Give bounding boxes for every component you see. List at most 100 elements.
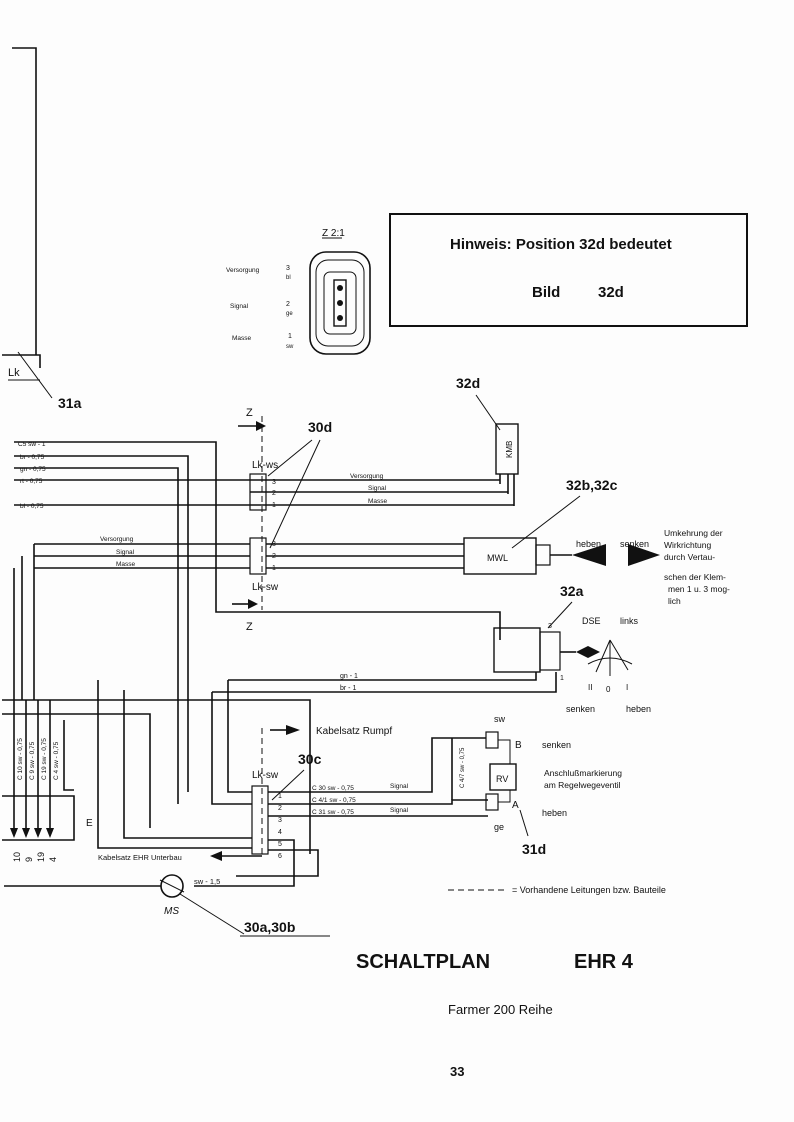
scale-ii: II bbox=[588, 683, 592, 692]
senken-label-1: senken bbox=[620, 539, 649, 549]
dse-arrow-l bbox=[576, 646, 588, 658]
kabelsatz-ehr: Kabelsatz EHR Unterbau bbox=[98, 853, 182, 862]
wire-num-2: 19 bbox=[36, 852, 46, 862]
ref-32d: 32d bbox=[456, 375, 480, 391]
lk-sw2-pin6: 6 bbox=[278, 853, 282, 860]
connector-z-housing bbox=[309, 251, 371, 355]
dse-pin3: 3 bbox=[548, 623, 552, 630]
umkehrung-note: Umkehrung der Wirkrichtung durch Vertau-… bbox=[664, 528, 730, 606]
leader-30c bbox=[271, 769, 305, 801]
wire-gn1-br1-down bbox=[211, 680, 252, 805]
lk-sw2-label: Lk-sw bbox=[252, 770, 279, 781]
z-top-arrowhead bbox=[256, 421, 266, 431]
lk-ws-pin3: 3 bbox=[272, 479, 276, 486]
ref-30ab: 30a,30b bbox=[244, 919, 295, 935]
lk-ws-pin2: 2 bbox=[272, 490, 276, 497]
gn1-label: gn - 1 bbox=[340, 673, 358, 680]
connector-z-pin-3 bbox=[337, 285, 343, 291]
mwl-cap bbox=[535, 544, 551, 566]
page-number: 33 bbox=[450, 1064, 464, 1079]
lk-sw-pin3: 3 bbox=[272, 541, 276, 548]
wire-vert-arrow-0 bbox=[10, 828, 18, 838]
kmb-label: KMB bbox=[505, 441, 514, 458]
signal-c-label: Signal bbox=[390, 783, 409, 790]
z-bottom-arrowhead bbox=[248, 599, 258, 609]
ref-30d: 30d bbox=[308, 419, 332, 435]
umkehrung-line-4: men 1 u. 3 mog- bbox=[668, 584, 730, 594]
wire-vert-3: C 4 sw - 0,75 bbox=[53, 741, 60, 780]
wire-bundle-mid-right bbox=[266, 543, 464, 569]
wire-signal-label2: Signal bbox=[116, 549, 135, 556]
wire-br1 bbox=[212, 672, 557, 693]
wire-vert-2: C 19 sw - 0,75 bbox=[41, 738, 48, 780]
lk-sw2-pin1: 1 bbox=[278, 793, 282, 800]
ref-32bc: 32b,32c bbox=[566, 477, 618, 493]
lk-left-label: Lk bbox=[8, 367, 20, 379]
ref-31a: 31a bbox=[58, 395, 82, 411]
z-bottom-label: Z bbox=[246, 621, 253, 633]
connector-z-p1: 1 bbox=[288, 333, 292, 340]
rv-links bbox=[498, 739, 511, 803]
dse-links: links bbox=[620, 616, 639, 626]
wire-bottom-1 bbox=[123, 690, 252, 839]
wire-bundle-mid-left bbox=[34, 543, 250, 569]
wire-masse-label: Masse bbox=[368, 498, 388, 505]
anschluss-line2: am Regelwegeventil bbox=[544, 780, 621, 790]
leader-30ab bbox=[179, 893, 245, 935]
wires-vertical-left bbox=[13, 700, 51, 828]
wire-c5 bbox=[14, 441, 501, 640]
wire-vert-arrow-2 bbox=[34, 828, 42, 838]
kmb-leads bbox=[499, 474, 515, 506]
anschluss-line1: Anschlußmarkierung bbox=[544, 768, 622, 778]
connector-z-signal: Signal bbox=[230, 303, 249, 310]
scale-i: I bbox=[626, 683, 628, 692]
e-bracket bbox=[2, 795, 75, 841]
lk-ws-connector bbox=[249, 473, 267, 511]
dse-pin1: 1 bbox=[560, 675, 564, 682]
heben-label-3: heben bbox=[542, 808, 567, 818]
rv-b: B bbox=[515, 740, 522, 751]
ehr-arrowhead bbox=[210, 851, 222, 861]
wire-masse-label2: Masse bbox=[116, 561, 136, 568]
heben-label-1: heben bbox=[576, 539, 601, 549]
ms-label: MS bbox=[164, 906, 179, 917]
hinweis-line1: Hinweis: Position 32d bedeutet bbox=[450, 236, 672, 253]
dse-arc bbox=[587, 657, 633, 665]
wire-bottom-2 bbox=[97, 680, 252, 849]
connector-z-p3: 3 bbox=[286, 265, 290, 272]
wire-left-3: rt - 0,75 bbox=[20, 478, 43, 485]
dse-label: DSE bbox=[582, 616, 601, 626]
wire-ms bbox=[194, 839, 295, 887]
connector-z-pins-frame bbox=[323, 271, 357, 335]
umkehrung-line-5: lich bbox=[668, 596, 681, 606]
signal-c2-label: Signal bbox=[390, 807, 409, 814]
lk-sw-connector bbox=[249, 537, 267, 575]
heben-label-2: heben bbox=[626, 704, 651, 714]
title-main: SCHALTPLAN bbox=[356, 951, 490, 973]
wire-mid-1: C 4/1 sw - 0,75 bbox=[312, 797, 356, 804]
wire-num-0: 10 bbox=[12, 852, 22, 862]
lk-ws-label: Lk-ws bbox=[252, 460, 278, 471]
lk-sw2-pin2: 2 bbox=[278, 805, 282, 812]
wire-bottom-3 bbox=[236, 849, 319, 877]
kabelsatz-rumpf: Kabelsatz Rumpf bbox=[316, 726, 392, 737]
legend-text: = Vorhandene Leitungen bzw. Bauteile bbox=[512, 885, 666, 895]
senken-label-3: senken bbox=[542, 740, 571, 750]
kmb-sensor bbox=[495, 423, 519, 475]
connector-z-p1c: sw bbox=[286, 344, 294, 350]
connector-z-title: Z 2:1 bbox=[322, 228, 345, 239]
wire-signal-label: Signal bbox=[368, 485, 387, 492]
rv-box bbox=[489, 763, 517, 791]
title-sub: EHR 4 bbox=[574, 951, 634, 973]
umkehrung-line-2: durch Vertau- bbox=[664, 552, 715, 562]
wire-c30 bbox=[268, 737, 486, 793]
umkehrung-line-0: Umkehrung der bbox=[664, 528, 723, 538]
senken-label-2: senken bbox=[566, 704, 595, 714]
wire-gn bbox=[14, 467, 179, 804]
rv-coil-b bbox=[485, 731, 499, 749]
frame-line-2 bbox=[2, 354, 41, 368]
connector-z-pin-2 bbox=[337, 300, 343, 306]
wire-left-2: gn - 0,75 bbox=[20, 466, 46, 473]
